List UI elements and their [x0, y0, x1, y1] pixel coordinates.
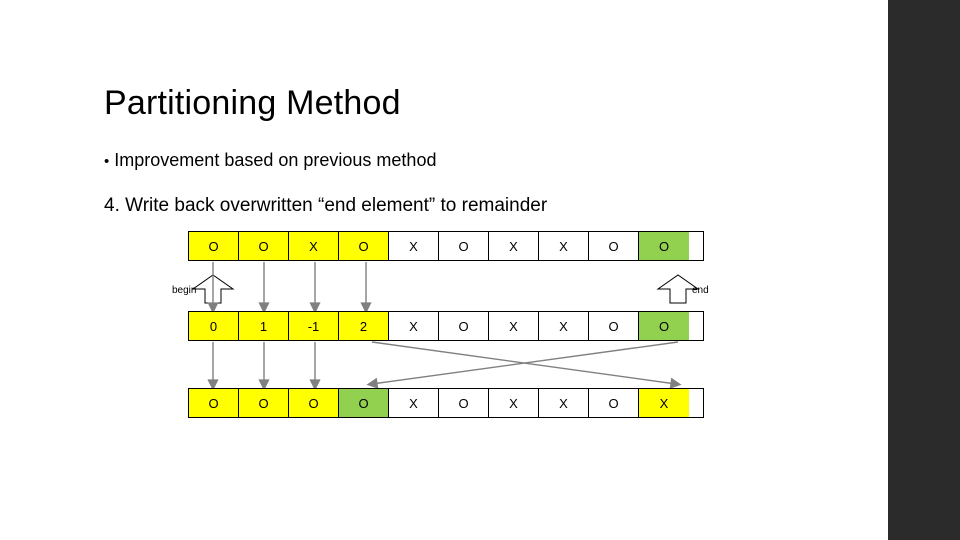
begin-pointer-arrow: [191, 274, 235, 304]
array-cell[interactable]: X: [389, 389, 439, 417]
array-row-top: O O X O X O X X O O: [188, 231, 704, 261]
array-cell[interactable]: O: [239, 232, 289, 260]
array-cell[interactable]: 2: [339, 312, 389, 340]
end-label: end: [692, 285, 709, 296]
array-row-bottom: O O O O X O X X O X: [188, 388, 704, 418]
step-text: 4. Write back overwritten “end element” …: [104, 195, 548, 216]
array-cell[interactable]: O: [189, 232, 239, 260]
array-cell[interactable]: O: [589, 232, 639, 260]
swap-connectors: [366, 341, 682, 389]
begin-label: begin: [172, 285, 197, 296]
slide-canvas: Partitioning Method • Improvement based …: [104, 84, 709, 418]
array-cell[interactable]: O: [189, 389, 239, 417]
array-cell[interactable]: O: [589, 312, 639, 340]
page-title: Partitioning Method: [104, 84, 401, 122]
row1-to-row2-connectors: [207, 262, 372, 314]
array-cell[interactable]: X: [539, 389, 589, 417]
array-cell[interactable]: O: [439, 232, 489, 260]
array-cell[interactable]: O: [439, 312, 489, 340]
array-row-middle: 0 1 -1 2 X O X X O O: [188, 311, 704, 341]
array-cell[interactable]: X: [389, 232, 439, 260]
array-cell[interactable]: -1: [289, 312, 339, 340]
array-cell[interactable]: O: [339, 389, 389, 417]
array-cell[interactable]: 1: [239, 312, 289, 340]
array-cell[interactable]: O: [289, 389, 339, 417]
connector-overlay: [191, 262, 700, 391]
right-dark-band: [888, 0, 960, 540]
array-cell[interactable]: X: [539, 312, 589, 340]
array-cell[interactable]: O: [589, 389, 639, 417]
array-cell[interactable]: O: [439, 389, 489, 417]
array-cell[interactable]: X: [289, 232, 339, 260]
array-cell[interactable]: O: [339, 232, 389, 260]
array-cell[interactable]: O: [639, 232, 689, 260]
array-cell[interactable]: X: [489, 232, 539, 260]
array-cell[interactable]: X: [489, 389, 539, 417]
bullet-marker: •: [104, 153, 110, 170]
array-cell[interactable]: X: [389, 312, 439, 340]
array-cell[interactable]: X: [639, 389, 689, 417]
bullet-text: Improvement based on previous method: [114, 150, 437, 170]
bullet-line: • Improvement based on previous method: [104, 150, 436, 171]
array-cell[interactable]: O: [239, 389, 289, 417]
array-cell[interactable]: O: [639, 312, 689, 340]
array-cell[interactable]: X: [539, 232, 589, 260]
array-cell[interactable]: X: [489, 312, 539, 340]
array-cell[interactable]: 0: [189, 312, 239, 340]
row2-to-row3-connectors: [207, 342, 321, 391]
